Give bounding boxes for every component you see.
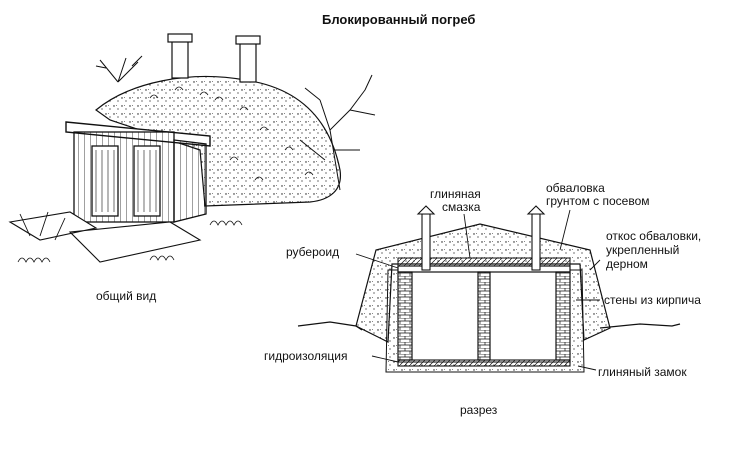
label-clay-lock: глиняный замок bbox=[598, 365, 687, 379]
section-vent-2 bbox=[531, 213, 541, 271]
general-view-drawing bbox=[8, 33, 376, 263]
tree-right bbox=[299, 74, 376, 191]
section-vent-1 bbox=[421, 213, 431, 271]
brick-wall-right bbox=[555, 271, 571, 361]
label-roofing: рубероид bbox=[286, 245, 340, 259]
label-embankment-2: грунтом с посевом bbox=[546, 194, 650, 208]
vent-pipe-2 bbox=[239, 41, 257, 83]
door-left bbox=[91, 145, 119, 217]
door-right bbox=[133, 145, 161, 217]
clay-lock bbox=[385, 269, 585, 373]
label-general-view: общий вид bbox=[96, 289, 157, 303]
vent-pipe-1 bbox=[171, 39, 189, 79]
label-waterproofing: гидроизоляция bbox=[264, 349, 348, 363]
label-slope-2: укрепленный bbox=[606, 243, 680, 257]
section-drawing bbox=[297, 205, 681, 373]
diagram-title: Блокированный погреб bbox=[322, 12, 476, 27]
label-section: разрез bbox=[460, 403, 498, 417]
label-brick-walls: стены из кирпича bbox=[604, 293, 701, 307]
brick-wall-left bbox=[397, 271, 413, 361]
label-embankment-1: обваловка bbox=[546, 181, 605, 195]
leader-lines bbox=[355, 209, 601, 371]
partition-wall bbox=[477, 271, 491, 361]
earth-mound bbox=[95, 75, 341, 207]
waterproofing-layer bbox=[397, 359, 571, 367]
bush-left bbox=[95, 55, 143, 83]
path-tiles bbox=[8, 211, 202, 263]
label-clay-coating-2: смазка bbox=[442, 200, 481, 214]
label-slope-1: откос обваловки, bbox=[606, 229, 702, 243]
label-slope-3: дерном bbox=[606, 257, 648, 271]
label-clay-coating-1: глиняная bbox=[430, 187, 481, 201]
